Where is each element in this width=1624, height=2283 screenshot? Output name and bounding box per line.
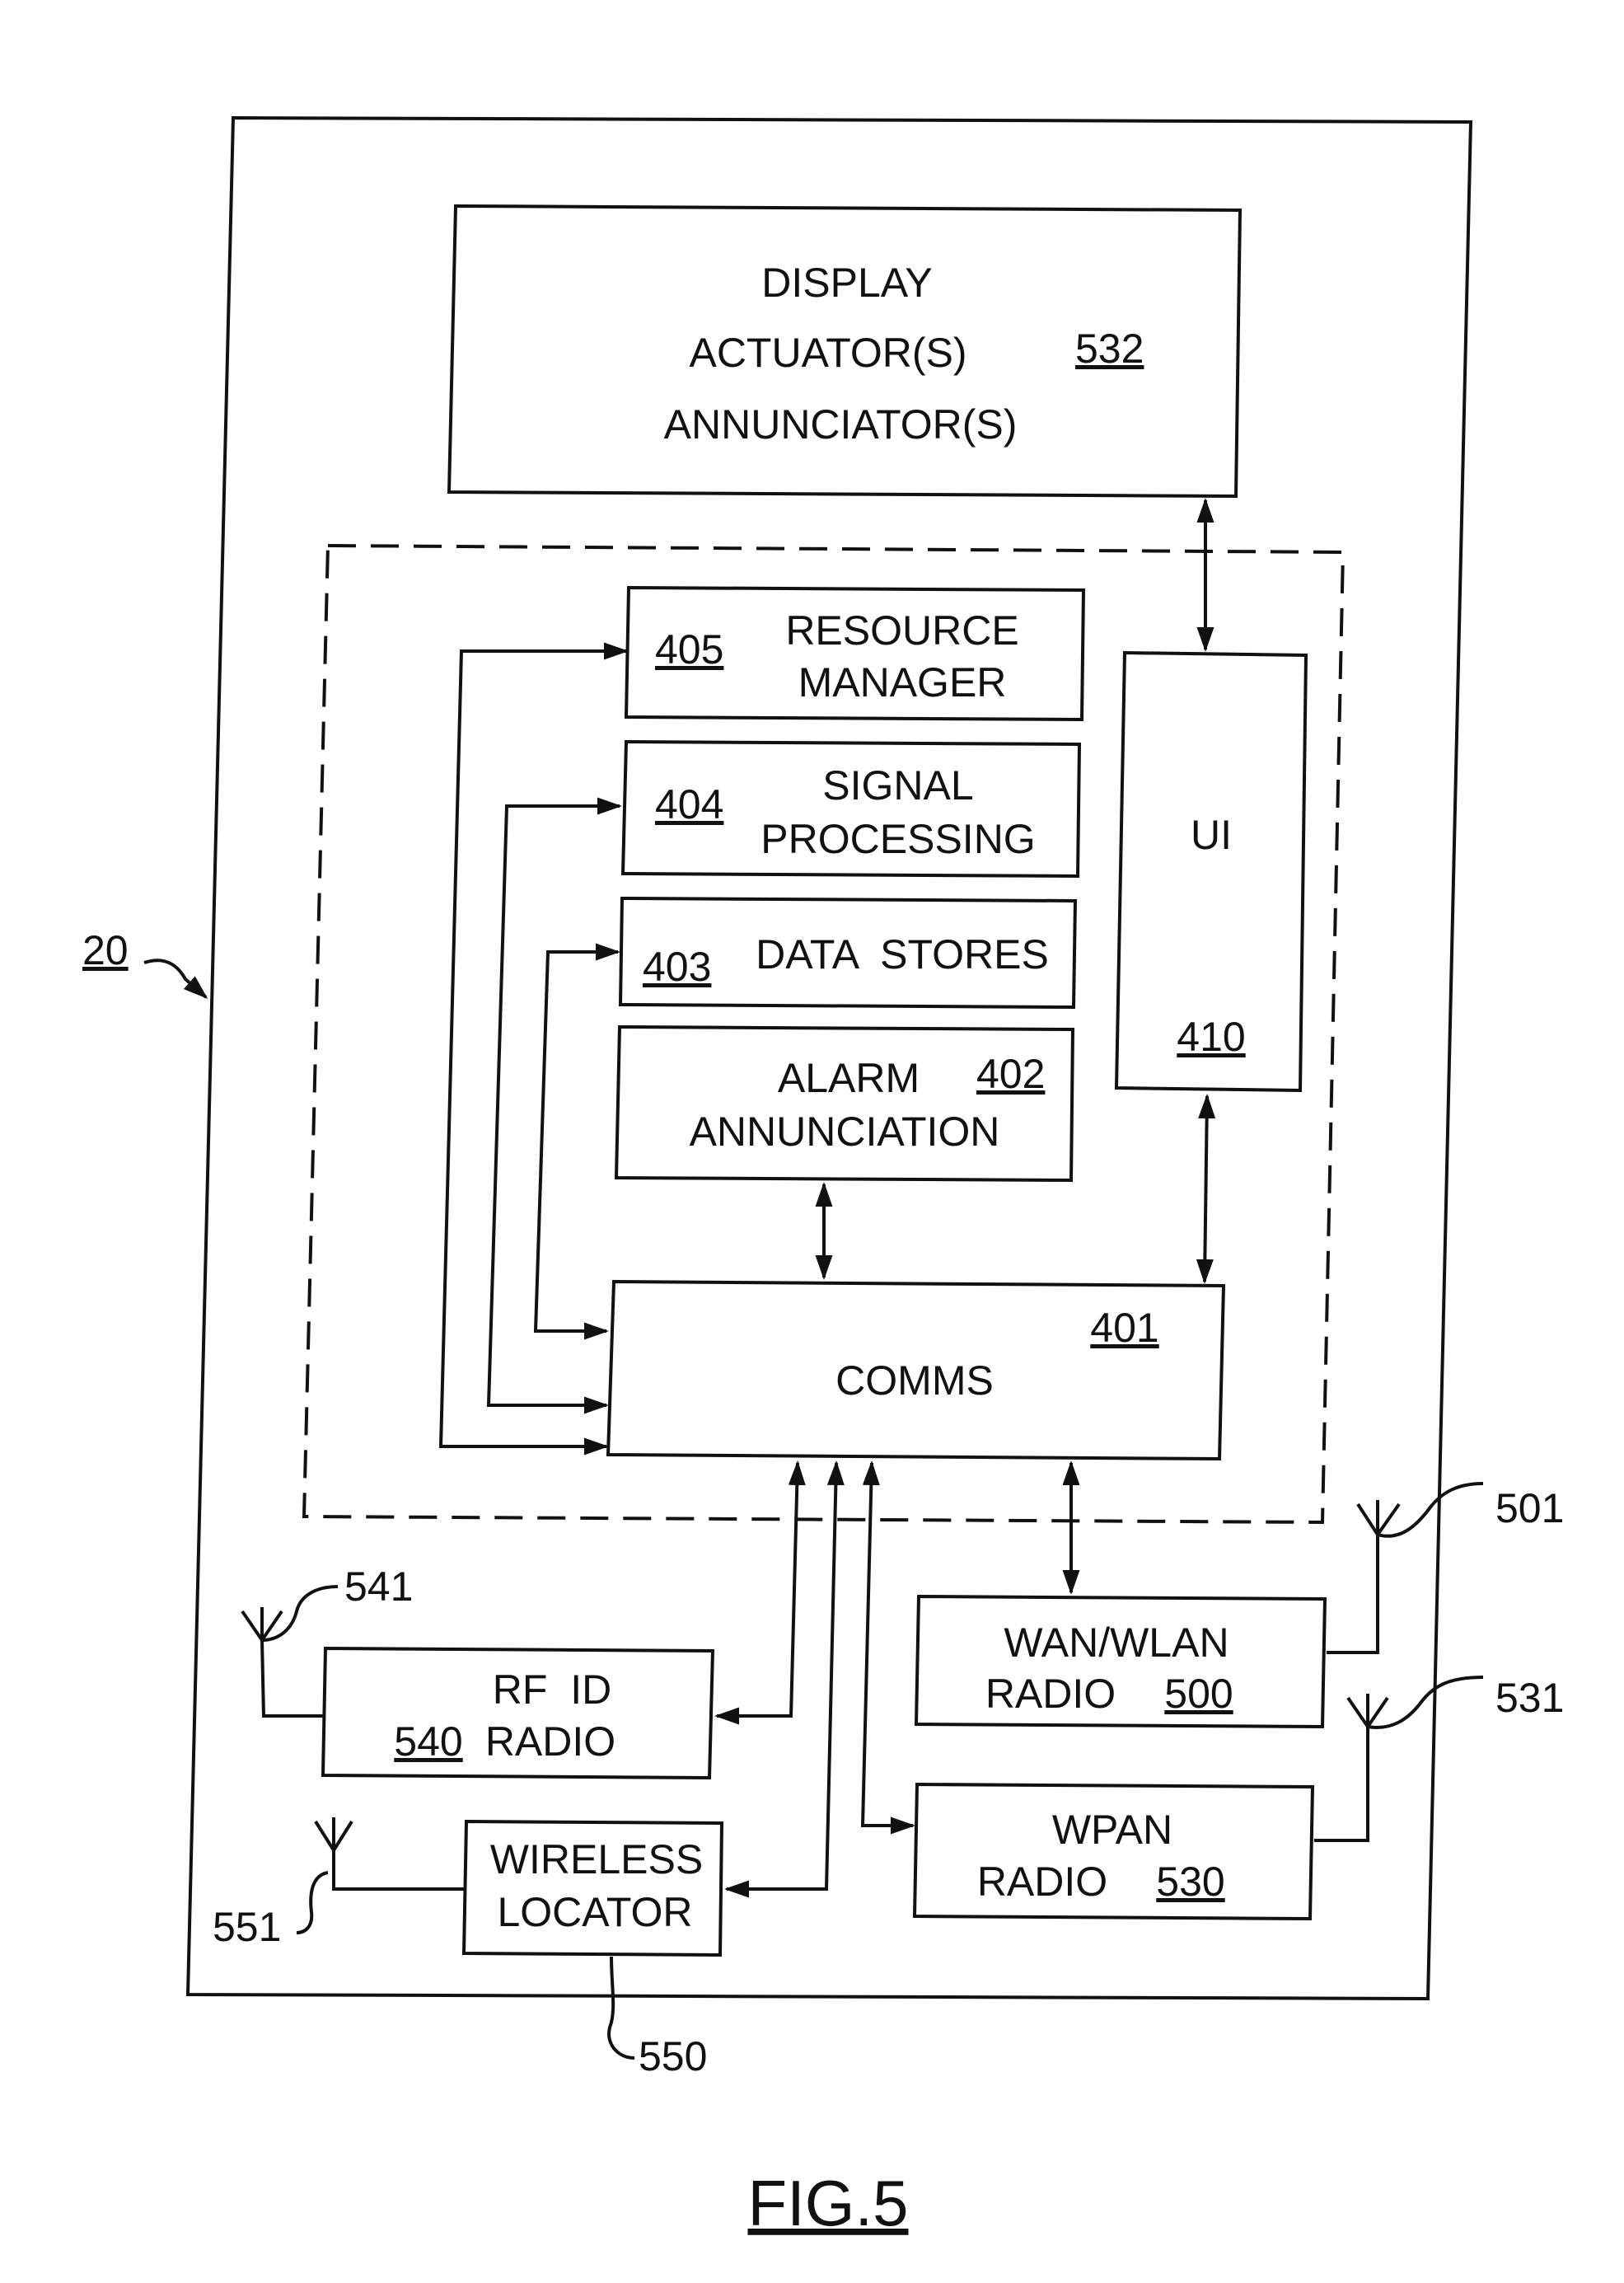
ui-ref: 410	[1177, 1014, 1245, 1060]
display-ref: 532	[1075, 326, 1144, 372]
locator-ref: 550	[639, 2033, 707, 2079]
resource-manager-line-2: MANAGER	[798, 659, 1007, 706]
connector-comms-locator	[727, 1463, 836, 1889]
resource-manager-line-1: RESOURCE	[785, 607, 1018, 654]
figure-label: FIG.5	[747, 2167, 908, 2239]
antenna-wan-ref: 501	[1495, 1485, 1564, 1531]
rfid-ref: 540	[394, 1718, 462, 1765]
comms-label: COMMS	[835, 1357, 994, 1404]
connector-comms-resource-manager	[441, 651, 626, 1446]
wpan-line-2: RADIO	[977, 1859, 1107, 1905]
data-stores-ref: 403	[643, 944, 711, 990]
comms-ref: 401	[1090, 1305, 1158, 1351]
display-line-2: ACTUATOR(S)	[689, 330, 966, 376]
wpan-line-1: WPAN	[1052, 1807, 1172, 1853]
display-line-3: ANNUNCIATOR(S)	[664, 401, 1018, 448]
antenna-wpan	[1314, 1677, 1483, 1840]
wan-ref: 500	[1164, 1671, 1233, 1717]
signal-processing-ref: 404	[655, 781, 723, 827]
connector-comms-data-stores	[536, 952, 618, 1331]
wan-line-1: WAN/WLAN	[1004, 1620, 1229, 1666]
signal-processing-line-1: SIGNAL	[822, 762, 973, 809]
rfid-line-1: RF ID	[493, 1667, 611, 1713]
antenna-locator-ref: 551	[213, 1904, 281, 1950]
signal-processing-line-2: PROCESSING	[761, 816, 1035, 862]
connector-ui-comms	[1205, 1096, 1207, 1282]
alarm-annunciation-block	[616, 1027, 1073, 1180]
locator-line-1: WIRELESS	[490, 1836, 703, 1882]
device-ref: 20	[82, 927, 129, 973]
alarm-line-2: ANNUNCIATION	[690, 1109, 1000, 1155]
display-line-1: DISPLAY	[761, 260, 933, 306]
rfid-line-2: RADIO	[485, 1718, 615, 1765]
antenna-wpan-ref: 531	[1495, 1675, 1564, 1721]
leader-20	[144, 960, 206, 997]
connector-comms-signal-processing	[489, 806, 620, 1405]
connector-comms-rfid	[717, 1463, 798, 1716]
leader-550	[609, 1957, 634, 2058]
alarm-ref: 402	[976, 1051, 1045, 1097]
antenna-locator	[297, 1817, 464, 1933]
ui-label: UI	[1191, 812, 1232, 858]
connector-comms-wpan	[863, 1463, 913, 1826]
resource-manager-ref: 405	[655, 626, 723, 673]
antenna-rfid-ref: 541	[344, 1563, 413, 1610]
data-stores-label: DATA STORES	[756, 931, 1049, 977]
antenna-wan	[1327, 1484, 1483, 1652]
wan-line-2: RADIO	[985, 1671, 1116, 1717]
locator-line-2: LOCATOR	[497, 1889, 692, 1935]
wpan-ref: 530	[1156, 1859, 1224, 1905]
alarm-line-1: ALARM	[778, 1055, 920, 1101]
